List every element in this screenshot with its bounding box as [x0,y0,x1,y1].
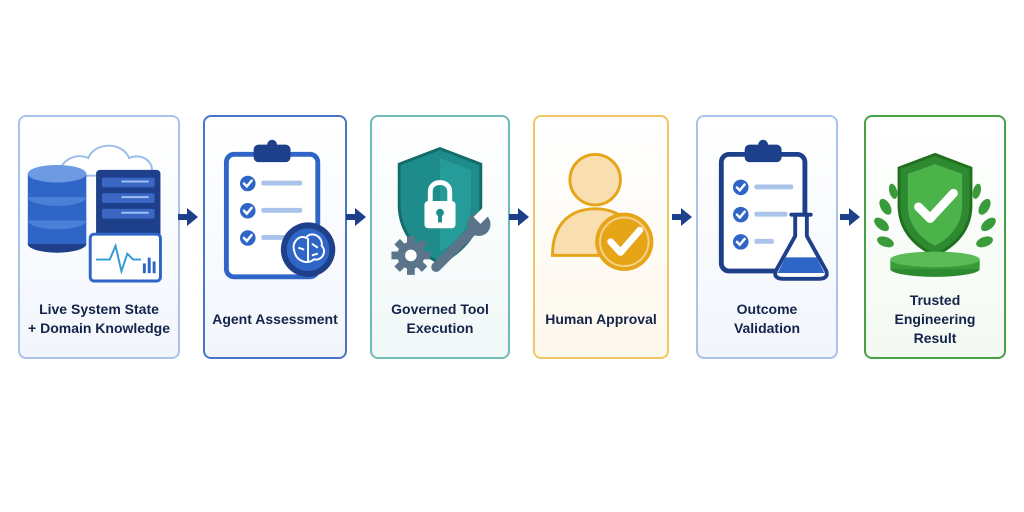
step-card-governed-tool-execution: Governed Tool Execution [370,115,510,359]
arrow-right-icon [672,208,692,226]
step-label: Governed Tool Execution [391,301,489,336]
step-card-agent-assessment: Agent Assessment [203,115,347,359]
arrow-right-icon [346,208,366,226]
step-label: Trusted Engineering Result [894,291,976,346]
step-card-trusted-engineering-result: Trusted Engineering Result [864,115,1006,359]
shield-check-laurel-icon [874,152,996,277]
laurel-icon [874,183,996,248]
flask-icon [773,212,829,281]
gear-icon [391,236,431,275]
arrow-right-icon [840,208,860,226]
step-card-outcome-validation: Outcome Validation [696,115,838,359]
arrow-right-icon [509,208,529,226]
step-card-human-approval: Human Approval [533,115,669,359]
step-label: Outcome Validation [733,301,801,336]
step-label: Human Approval [545,310,657,327]
database-server-cloud-icon [27,144,162,283]
clipboard-flask-icon [718,139,829,281]
step-label: Agent Assessment [212,310,338,327]
step-card-live-system-state: Live System State + Domain Knowledge [18,115,180,359]
wrench-icon [431,207,491,272]
arrow-right-icon [178,208,198,226]
person-check-icon [551,152,654,271]
shield-lock-tools-icon [391,147,491,275]
clipboard-brain-icon [223,139,336,280]
step-label: Live System State + Domain Knowledge [28,301,170,336]
